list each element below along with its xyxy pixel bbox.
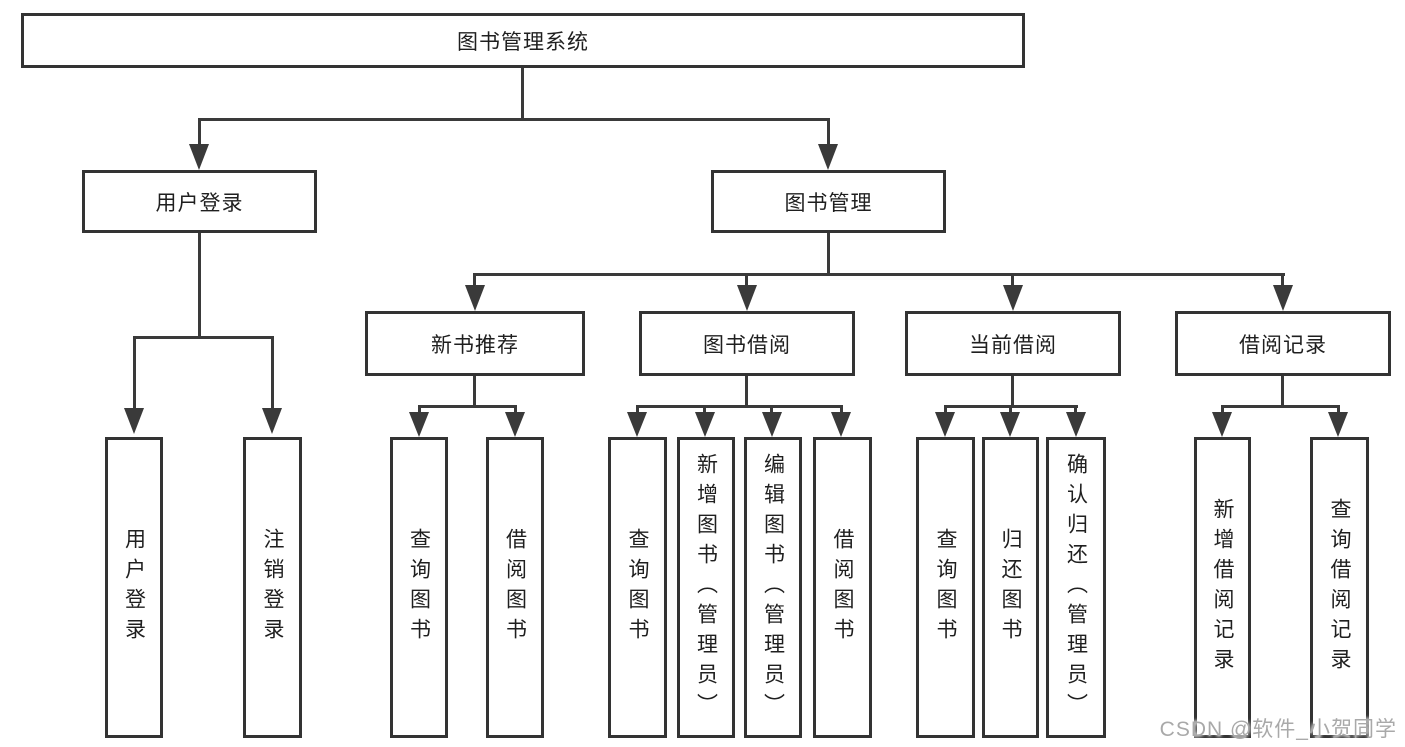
arrow-down-icon (695, 412, 715, 437)
arrow-down-icon (1003, 285, 1023, 311)
node-borrow-records-label: 借阅记录 (1239, 333, 1327, 357)
connector-line (1221, 408, 1224, 414)
leaf-cb-return-books: 归还图书 (982, 437, 1039, 738)
connector-line (1011, 376, 1014, 408)
connector-line (944, 408, 947, 414)
arrow-down-icon (465, 285, 485, 311)
connector-line (636, 408, 639, 414)
arrow-down-icon (935, 412, 955, 437)
connector-line (418, 408, 421, 414)
connector-line (1281, 276, 1284, 288)
leaf-cb-confirm-return: 确认归还（管理员） (1046, 437, 1106, 738)
node-new-book-recommend-label: 新书推荐 (431, 333, 519, 357)
node-current-borrow-label: 当前借阅 (969, 333, 1057, 357)
leaf-logout-label: 注销登录 (261, 527, 284, 648)
leaf-cb-confirm-return-label: 确认归还（管理员） (1064, 452, 1088, 723)
leaf-br-query-record-label: 查询借阅记录 (1328, 497, 1351, 678)
node-user-login: 用户登录 (82, 170, 317, 233)
leaf-bb-edit-books-label: 编辑图书（管理员） (761, 452, 785, 723)
connector-line (133, 336, 274, 339)
arrow-down-icon (762, 412, 782, 437)
connector-line (703, 408, 706, 414)
connector-line (1281, 376, 1284, 408)
node-borrow-records: 借阅记录 (1175, 311, 1391, 376)
node-library-system-label: 图书管理系统 (457, 30, 589, 54)
connector-line (473, 376, 476, 408)
arrow-down-icon (1000, 412, 1020, 437)
connector-line (1074, 408, 1077, 414)
connector-line (745, 276, 748, 288)
arrow-down-icon (1212, 412, 1232, 437)
arrow-down-icon (189, 144, 209, 170)
node-user-login-label: 用户登录 (155, 191, 244, 215)
arrow-down-icon (124, 408, 144, 434)
leaf-bb-borrow-books: 借阅图书 (813, 437, 872, 738)
connector-line (1009, 408, 1012, 414)
arrow-down-icon (1066, 412, 1086, 437)
arrow-down-icon (1328, 412, 1348, 437)
connector-line (1011, 276, 1014, 288)
node-book-borrow-label: 图书借阅 (703, 333, 791, 357)
leaf-br-add-record-label: 新增借阅记录 (1211, 497, 1234, 678)
arrow-down-icon (505, 412, 525, 437)
leaf-user-login: 用户登录 (105, 437, 163, 738)
connector-line (198, 233, 201, 339)
leaf-bb-add-books-label: 新增图书（管理员） (694, 452, 718, 723)
leaf-cb-return-books-label: 归还图书 (999, 527, 1022, 648)
leaf-br-add-record: 新增借阅记录 (1194, 437, 1251, 738)
leaf-br-query-record: 查询借阅记录 (1310, 437, 1369, 738)
leaf-nb-borrow-books-label: 借阅图书 (503, 527, 527, 648)
connector-line (636, 405, 843, 408)
connector-line (473, 273, 1285, 276)
leaf-nb-query-books: 查询图书 (390, 437, 448, 738)
leaf-bb-add-books: 新增图书（管理员） (677, 437, 735, 738)
watermark-text: CSDN @软件_小贺同学 (1159, 718, 1397, 741)
connector-line (133, 339, 136, 410)
node-book-management-label: 图书管理 (784, 191, 873, 215)
connector-line (1221, 405, 1340, 408)
node-book-borrow: 图书借阅 (639, 311, 855, 376)
arrow-down-icon (262, 408, 282, 434)
connector-line (418, 405, 517, 408)
connector-line (770, 408, 773, 414)
connector-line (514, 408, 517, 414)
leaf-cb-query-books-label: 查询图书 (934, 527, 957, 648)
leaf-logout: 注销登录 (243, 437, 302, 738)
node-book-management: 图书管理 (711, 170, 946, 233)
arrow-down-icon (1273, 285, 1293, 311)
connector-line (521, 68, 524, 120)
connector-line (198, 118, 830, 121)
connector-line (1337, 408, 1340, 414)
connector-line (745, 376, 748, 408)
connector-line (840, 408, 843, 414)
arrow-down-icon (737, 285, 757, 311)
leaf-bb-borrow-books-label: 借阅图书 (831, 527, 854, 648)
leaf-bb-query-books-label: 查询图书 (626, 527, 649, 648)
connector-line (944, 405, 1078, 408)
connector-line (827, 121, 830, 146)
leaf-bb-edit-books: 编辑图书（管理员） (744, 437, 802, 738)
connector-line (827, 233, 830, 276)
leaf-cb-query-books: 查询图书 (916, 437, 975, 738)
leaf-user-login-label: 用户登录 (122, 527, 146, 648)
arrow-down-icon (831, 412, 851, 437)
arrow-down-icon (627, 412, 647, 437)
leaf-nb-borrow-books: 借阅图书 (486, 437, 544, 738)
connector-line (473, 276, 476, 288)
node-library-system: 图书管理系统 (21, 13, 1025, 68)
node-current-borrow: 当前借阅 (905, 311, 1121, 376)
arrow-down-icon (818, 144, 838, 170)
node-new-book-recommend: 新书推荐 (365, 311, 585, 376)
connector-line (198, 121, 201, 146)
connector-line (271, 339, 274, 410)
arrow-down-icon (409, 412, 429, 437)
leaf-bb-query-books: 查询图书 (608, 437, 667, 738)
leaf-nb-query-books-label: 查询图书 (407, 527, 431, 648)
